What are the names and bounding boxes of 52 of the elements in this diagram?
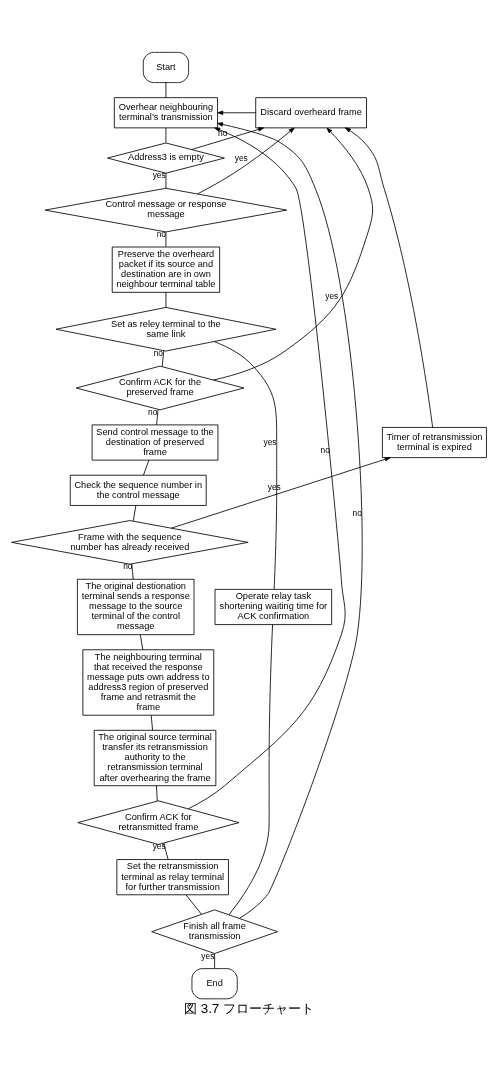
node-box: Check the sequence number in the control message: [69, 474, 207, 506]
connector: [156, 785, 158, 802]
connector: [228, 624, 273, 916]
caption: 図 3.7 フローチャート: [183, 1000, 315, 1016]
connector: [139, 634, 144, 650]
node-diamond: Control message or response message: [44, 187, 288, 233]
node-diamond: Finish all frame transmission: [151, 909, 278, 954]
node-box: Operate relay task shortening waiting time for ACK confirmation: [214, 588, 333, 625]
edge-label: yes: [263, 437, 277, 448]
arrow: [213, 127, 374, 381]
edge-label: no: [320, 445, 330, 456]
arrow: [344, 127, 434, 428]
edge-label: yes: [325, 290, 339, 301]
node-diamond: Set as reley terminal to the same link: [55, 307, 277, 352]
node-box: Start: [142, 51, 189, 83]
connector: [165, 292, 167, 308]
arrow: [170, 457, 391, 529]
edge-label: no: [218, 128, 228, 139]
node-box: Set the retransmission terminal as relay terminal for further transmission: [116, 859, 229, 896]
arrow: [217, 122, 363, 919]
node-diamond: Frame with the sequence number has already received: [11, 520, 249, 565]
node-diamond: Address3 is empty: [107, 142, 225, 174]
node-box: The original destionation terminal sends a response message to the source terminal of the control message: [77, 578, 195, 636]
connector: [165, 127, 167, 144]
connector: [214, 953, 215, 969]
connector: [185, 894, 202, 915]
node-box: Preserve the overheard packet if its source and destination are in own neighbour terminal table: [111, 246, 221, 293]
connector: [163, 842, 169, 860]
node-box: The neighbouring terminal that received the response message puts own address to address3 region of preserved frame and retrasmit the frame: [82, 649, 215, 716]
arrow: [217, 110, 257, 115]
connector: [131, 563, 134, 580]
node-box: The original source terminal transfer its retransmission authority to the retransmission terminal after overhearing the frame: [93, 729, 217, 787]
node-diamond: Confirm ACK for retransmitted frame: [77, 800, 240, 845]
connector: [161, 350, 165, 367]
node-box: Send control message to the destination of preserved frame: [91, 424, 219, 461]
connector: [156, 409, 159, 426]
connector: [165, 82, 167, 98]
edge-label: yes: [234, 153, 248, 164]
node-diamond: Confirm ACK for the preserved frame: [75, 365, 245, 411]
arrow: [191, 127, 264, 150]
connector: [165, 172, 167, 189]
arrow: [197, 127, 295, 195]
node-box: Timer of retransmission terminal is expired: [382, 427, 487, 459]
connector: [143, 459, 150, 476]
node-box: End: [191, 968, 238, 1000]
connector: [165, 231, 167, 248]
connector: [213, 341, 278, 590]
connector: [132, 505, 137, 522]
arrow: [188, 127, 346, 810]
node-box: Discard overheard frame: [255, 97, 367, 129]
node-box: Overhear neighbouring terminal’s transmission: [113, 97, 218, 129]
connector: [150, 714, 153, 731]
